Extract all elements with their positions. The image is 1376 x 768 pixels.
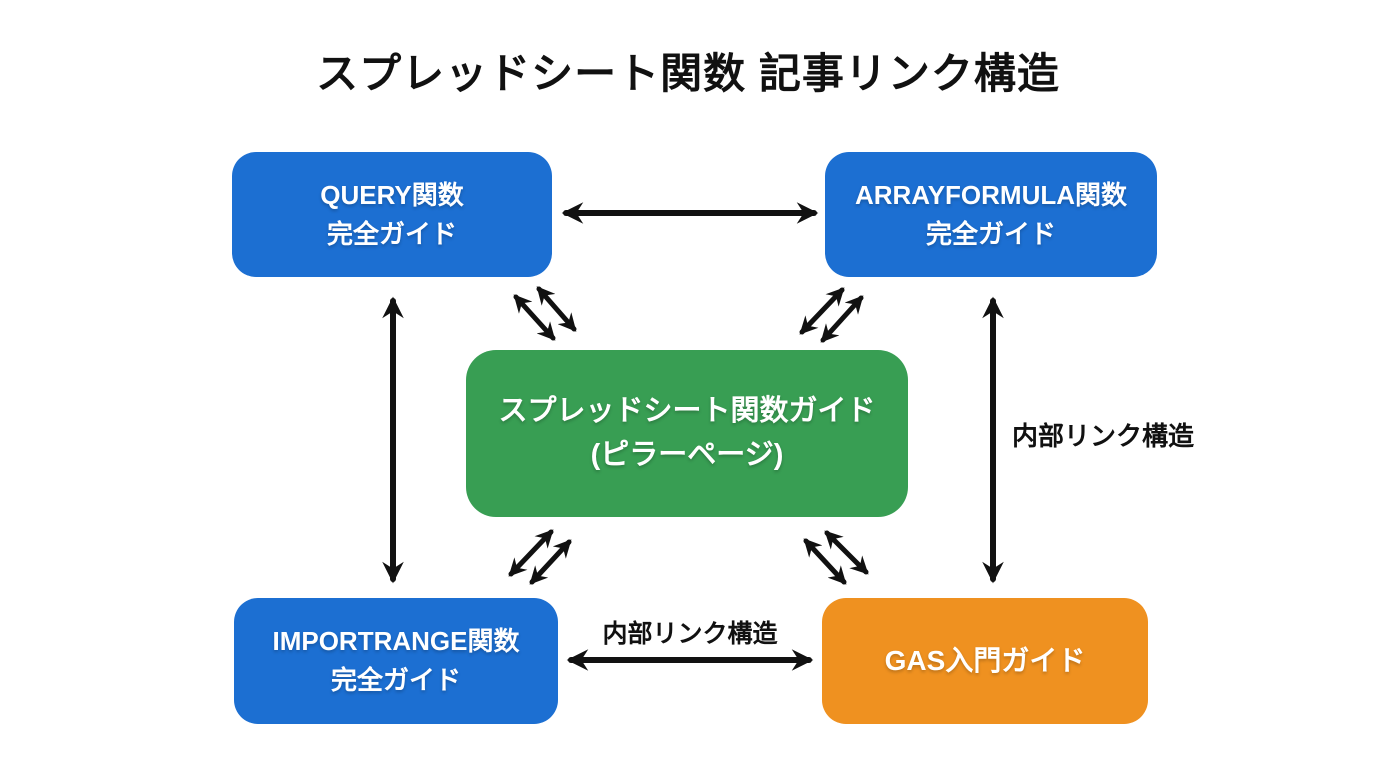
arrow-pillar-gas-a	[803, 538, 847, 585]
node-arrayformula-guide: ARRAYFORMULA関数 完全ガイド	[825, 152, 1157, 277]
node-pillar-line2: (ピラーページ)	[590, 438, 784, 471]
internal-link-label-right: 内部リンク構造	[1012, 421, 1195, 451]
node-pillar-page: スプレッドシート関数ガイド (ピラーページ)	[466, 350, 908, 517]
node-query-line1: QUERY関数	[320, 179, 464, 210]
arrow-pillar-arrayformula-a	[799, 287, 845, 335]
node-gas-guide: GAS入門ガイド	[822, 598, 1148, 724]
node-query-guide: QUERY関数 完全ガイド	[232, 152, 552, 277]
arrow-query-pillar-a	[513, 294, 556, 341]
node-query-line2: 完全ガイド	[326, 218, 457, 249]
node-importrange-line1: IMPORTRANGE関数	[272, 626, 520, 656]
node-arrayformula-line1: ARRAYFORMULA関数	[854, 179, 1128, 210]
arrow-importrange-pillar-a	[508, 529, 554, 577]
node-pillar-line1: スプレッドシート関数ガイド	[498, 395, 876, 427]
page-title: スプレッドシート関数 記事リンク構造	[316, 50, 1060, 97]
node-gas-line1: GAS入門ガイド	[884, 645, 1086, 676]
node-importrange-line2: 完全ガイド	[330, 665, 461, 695]
arrow-query-pillar-b	[536, 286, 577, 332]
arrow-pillar-arrayformula-b	[820, 295, 864, 343]
node-arrayformula-line2: 完全ガイド	[925, 218, 1056, 249]
node-importrange-guide: IMPORTRANGE関数 完全ガイド	[234, 598, 558, 724]
arrow-importrange-pillar-b	[529, 539, 572, 585]
arrow-pillar-gas-b	[824, 530, 869, 575]
internal-link-label-bottom: 内部リンク構造	[602, 620, 778, 648]
